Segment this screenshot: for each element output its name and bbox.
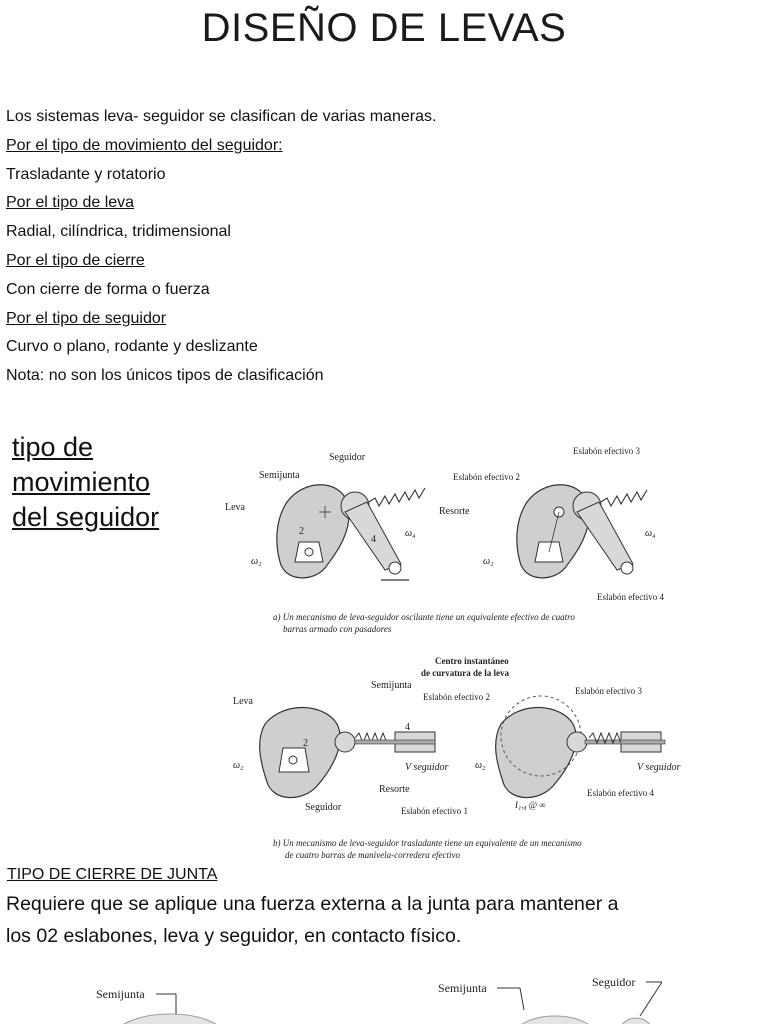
label-omega4-right: ω₄	[645, 528, 656, 539]
label-link-2: 2	[299, 526, 304, 537]
side-heading-line: tipo de	[12, 432, 94, 462]
label-ef2: Eslabón efectivo 2	[453, 472, 520, 482]
label-vseguidor-right: V seguidor	[637, 762, 681, 773]
label-resorte: Resorte	[439, 506, 470, 517]
caption-b-line2: de cuatro barras de manivela-corredera e…	[285, 850, 461, 860]
section-paragraph: Requiere que se aplique una fuerza exter…	[6, 888, 706, 952]
label-ef4-b: Eslabón efectivo 4	[587, 788, 654, 798]
side-heading-line: movimiento	[12, 467, 151, 497]
intro-note: Nota: no son los únicos tipos de clasifi…	[6, 367, 324, 385]
cam-translating-left	[259, 706, 436, 799]
label-resorte-b: Resorte	[379, 784, 410, 795]
label-omega2: ω₂	[251, 556, 262, 567]
intro-line: Con cierre de forma o fuerza	[6, 280, 210, 298]
label-link-4: 4	[371, 534, 376, 545]
label-leva: Leva	[225, 502, 246, 513]
label-vseguidor-b: V seguidor	[405, 762, 449, 773]
label-semijunta-c-right: Semijunta	[438, 981, 487, 995]
label-omega2-b-right: ω₂	[475, 760, 486, 771]
figure-oscillating-follower: Leva Semijunta Seguidor Resorte 2 4 ω₂ ω…	[225, 446, 664, 634]
label-centro1: Centro instantáneo	[435, 656, 509, 666]
label-seguidor: Seguidor	[329, 452, 366, 463]
side-heading: tipo de movimiento del seguidor	[12, 430, 159, 535]
intro-subheading: Por el tipo de leva	[6, 194, 135, 212]
cam-translating-right	[495, 695, 666, 799]
label-ef3: Eslabón efectivo 3	[573, 446, 640, 456]
section-heading: TIPO DE CIERRE DE JUNTA	[7, 866, 218, 883]
label-omega4: ω₄	[405, 528, 416, 539]
label-semijunta-b: Semijunta	[371, 680, 412, 691]
caption-a-line2: barras armado con pasadores	[283, 624, 392, 634]
label-i14: I₁,₄ @ ∞	[514, 800, 546, 810]
label-ef3-b: Eslabón efectivo 3	[575, 686, 642, 696]
label-leva-b: Leva	[233, 696, 254, 707]
paragraph-line: los 02 eslabones, leva y seguidor, en co…	[6, 925, 462, 947]
label-ef4: Eslabón efectivo 4	[597, 592, 664, 602]
page-title: DISEÑO DE LEVAS	[201, 6, 567, 50]
label-seguidor-c: Seguidor	[592, 975, 635, 989]
intro-list: Los sistemas leva- seguidor se clasifica…	[6, 103, 436, 391]
label-link-2-b: 2	[303, 738, 308, 749]
label-ef1-b: Eslabón efectivo 1	[401, 806, 468, 816]
label-centro2: de curvatura de la leva	[421, 668, 509, 678]
intro-line: Curvo o plano, rodante y deslizante	[6, 338, 258, 356]
intro-line: Los sistemas leva- seguidor se clasifica…	[6, 108, 437, 125]
cam-oscillating-left	[276, 484, 350, 579]
intro-line: Radial, cilíndrica, tridimensional	[6, 223, 231, 241]
label-semijunta-c-left: Semijunta	[96, 987, 145, 1001]
intro-subheading: Por el tipo de movimiento del seguidor:	[6, 136, 283, 154]
label-semijunta: Semijunta	[259, 470, 300, 481]
side-heading-line: del seguidor	[12, 502, 160, 532]
cam-oscillating-right	[516, 484, 648, 579]
follower-arm-left	[340, 487, 426, 581]
paragraph-line: Requiere que se aplique una fuerza exter…	[6, 893, 619, 915]
caption-a-line1: a) Un mecanismo de leva-seguidor oscilan…	[273, 612, 575, 622]
intro-subheading: Por el tipo de cierre	[6, 251, 145, 269]
figure-closure-types: Semijunta Semijunta Seguidor	[96, 975, 663, 1024]
label-seguidor-b: Seguidor	[305, 802, 342, 813]
figure-translating-follower: Leva Semijunta Seguidor Resorte V seguid…	[233, 656, 681, 860]
label-ef2-b: Eslabón efectivo 2	[423, 692, 490, 702]
label-omega2-right: ω₂	[483, 556, 494, 567]
intro-subheading: Por el tipo de seguidor	[6, 309, 167, 327]
label-omega2-b: ω₂	[233, 760, 244, 771]
intro-line: Trasladante y rotatorio	[6, 165, 166, 183]
caption-b-line1: b) Un mecanismo de leva-seguidor traslad…	[273, 838, 582, 848]
label-link-4-b: 4	[405, 722, 410, 733]
